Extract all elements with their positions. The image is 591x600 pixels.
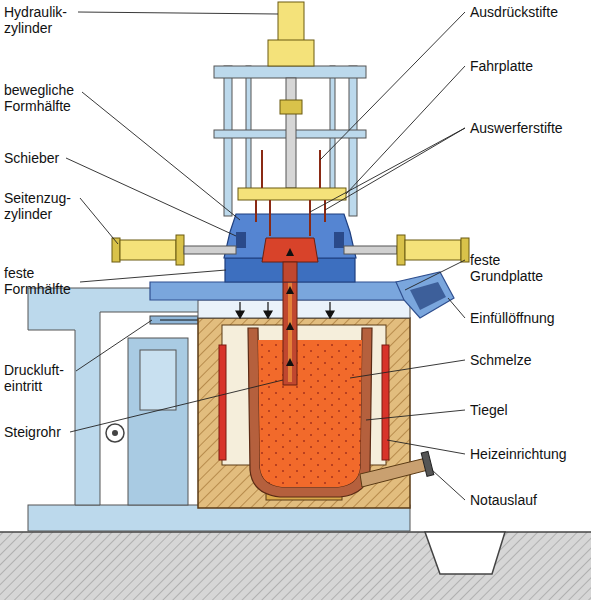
heater [219, 345, 226, 460]
slide [236, 232, 246, 248]
base-plate-fixed [150, 282, 410, 300]
part-label: Einfüllöffnung [470, 310, 555, 326]
part-label: Ausdrückstifte [470, 4, 558, 20]
base-plate [28, 505, 410, 531]
hydraulic-cylinder [278, 2, 304, 42]
pivot [106, 424, 124, 442]
heater [382, 345, 389, 460]
part-label: Schieber [4, 150, 59, 166]
floor [0, 532, 591, 600]
pins [256, 150, 325, 236]
crucible [248, 328, 372, 497]
fixed-mould-half [225, 258, 355, 282]
part-label: Hydraulik- zylinder [4, 4, 84, 36]
part-label: Seitenzug- zylinder [4, 190, 89, 222]
column [224, 66, 232, 216]
side-cylinder-right [344, 235, 469, 265]
riser-tube [283, 240, 297, 385]
part-label: Auswerferstifte [470, 120, 563, 136]
floor-pit [425, 532, 505, 574]
part-label: Heizeinrichtung [470, 446, 567, 462]
moving-plate [238, 188, 346, 200]
part-label: Steigrohr [4, 424, 61, 440]
filling-opening [396, 272, 454, 318]
part-label: feste Grundplatte [470, 252, 570, 284]
frame-panel [128, 338, 188, 505]
part-label: Schmelze [470, 352, 531, 368]
side-cylinder-left [112, 235, 236, 265]
emergency-outlet [360, 458, 428, 487]
top-plate [214, 66, 366, 78]
part-label: Tiegel [470, 402, 508, 418]
casting [262, 238, 318, 262]
leader-lines [66, 12, 465, 500]
frame-arm [28, 288, 225, 505]
part-label: bewegliche Formhälfte [4, 82, 89, 114]
part-label: Notauslauf [470, 492, 537, 508]
part-label: Druckluft- eintritt [4, 362, 89, 394]
moving-mould-half [224, 214, 356, 258]
melt [258, 340, 362, 487]
flow-arrows [286, 248, 294, 366]
part-label: feste Formhälfte [4, 265, 89, 297]
part-label: Fahrplatte [470, 58, 533, 74]
